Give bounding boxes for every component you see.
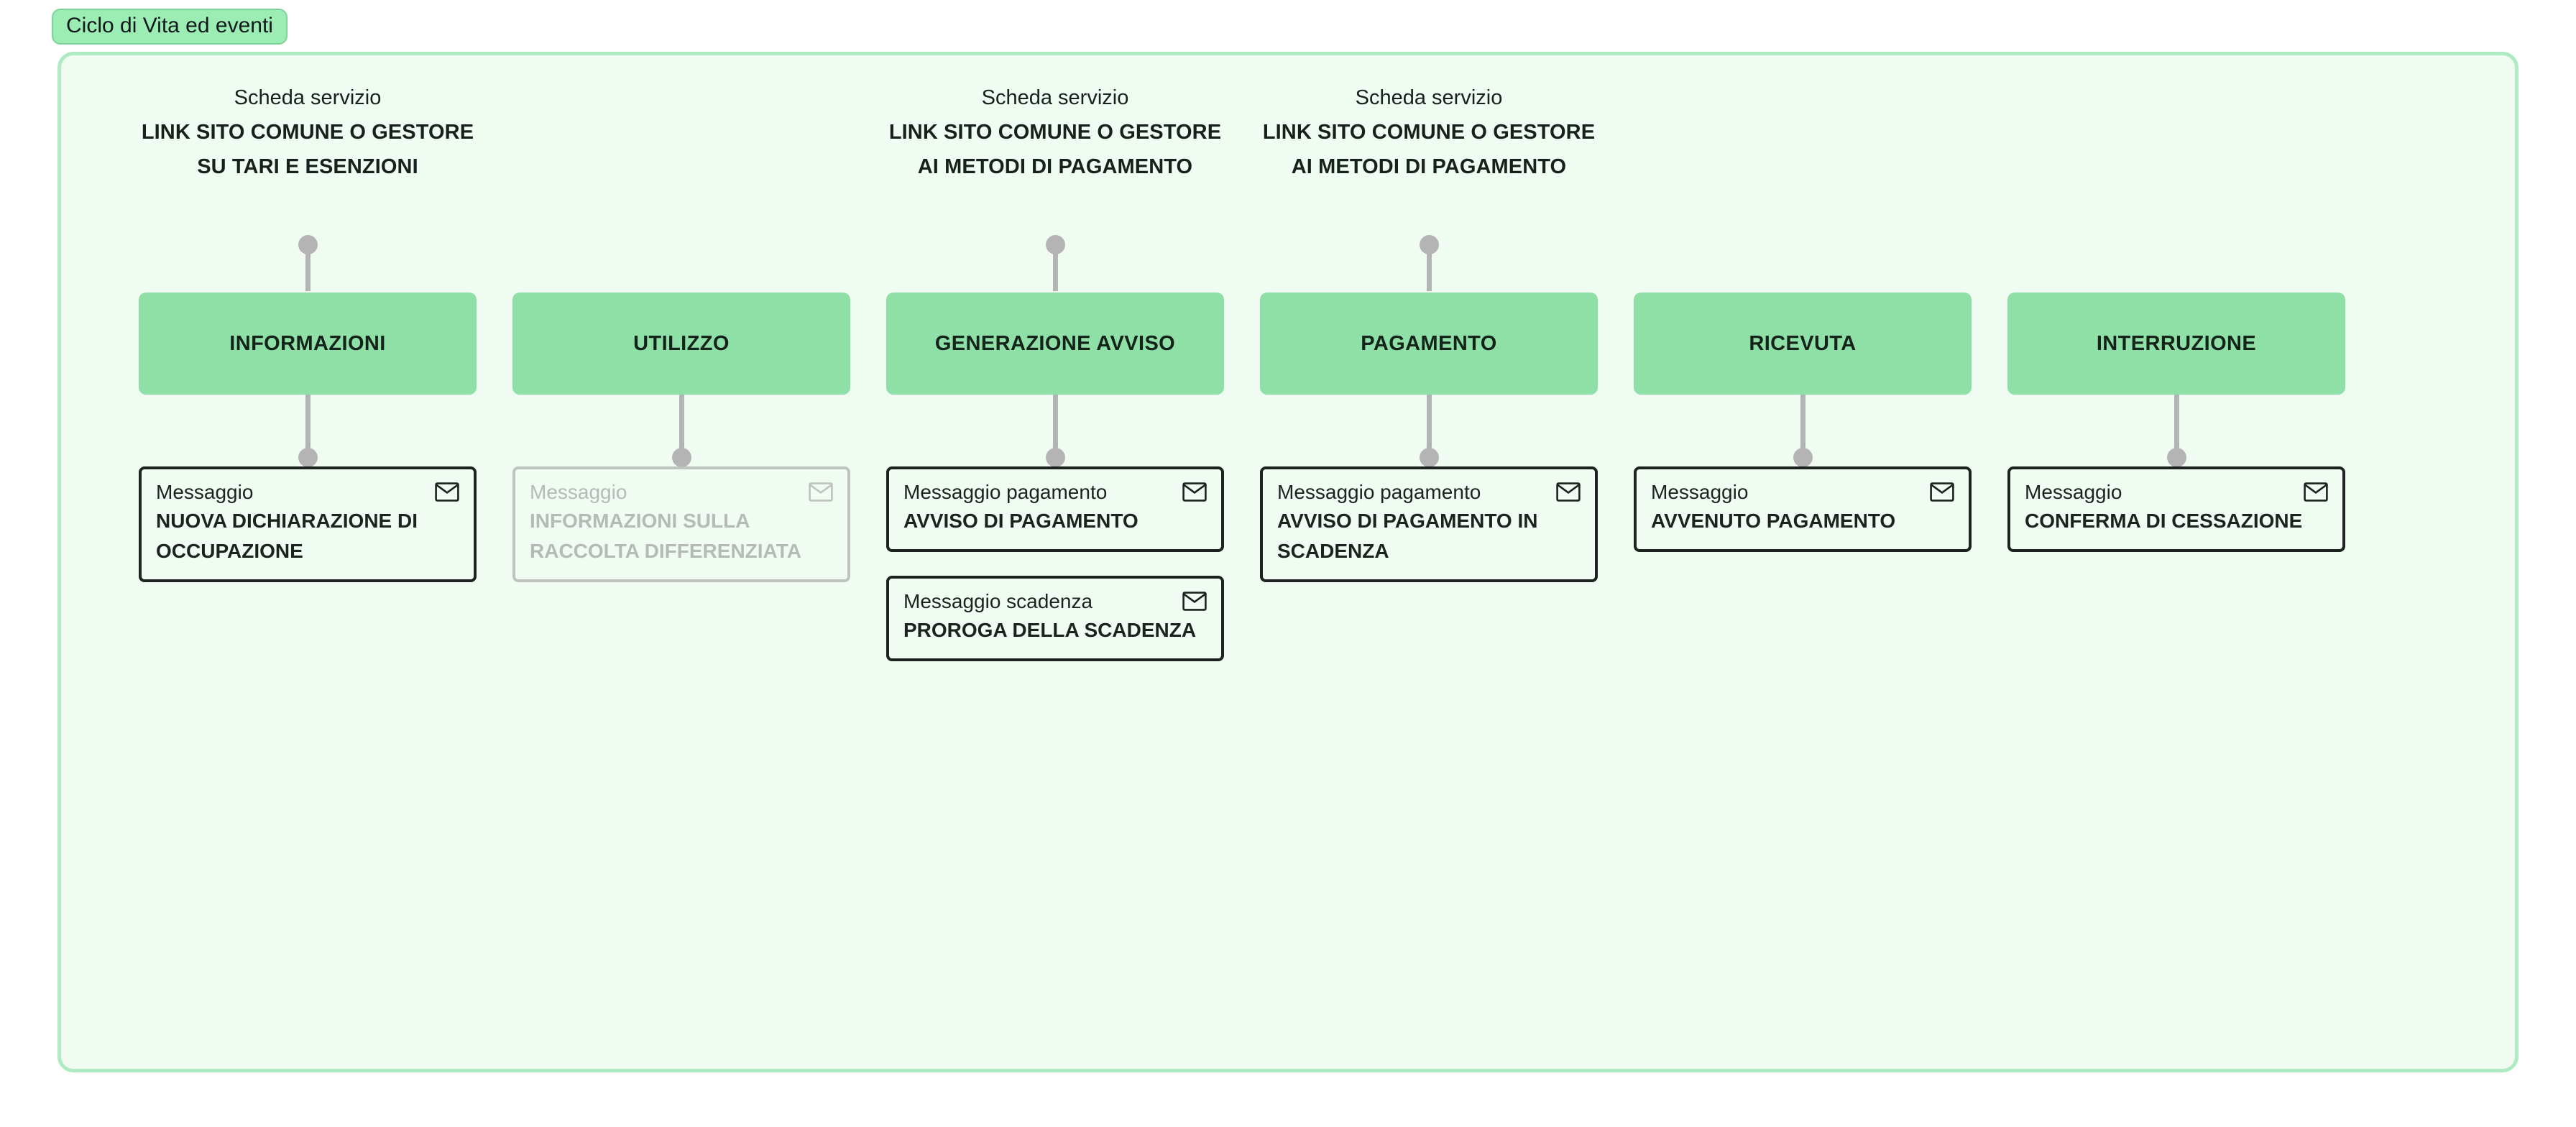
- connector-dot: [1419, 448, 1439, 467]
- connector-service-to-phase-informazioni: [139, 235, 477, 293]
- message-title: AVVENUTO PAGAMENTO: [1651, 510, 1896, 532]
- connector-line: [1426, 253, 1432, 291]
- phase-box-generazione-avviso[interactable]: GENERAZIONE AVVISO: [886, 293, 1224, 395]
- envelope-icon: [809, 482, 833, 502]
- message-title: PROROGA DELLA SCADENZA: [903, 619, 1197, 641]
- envelope-icon: [1182, 482, 1207, 502]
- envelope-icon: [1182, 592, 1207, 611]
- message-kind-label: Messaggio: [2025, 481, 2122, 503]
- connector-phase-to-message-interruzione: [2007, 395, 2345, 467]
- message-card-header: Messaggio pagamento: [1277, 479, 1581, 505]
- lifecycle-board: [58, 52, 2518, 1072]
- message-kind-label: Messaggio: [156, 481, 254, 503]
- message-title: INFORMAZIONI SULLA RACCOLTA DIFFERENZIAT…: [530, 510, 801, 562]
- service-kicker: Scheda servizio: [234, 86, 382, 109]
- connector-line: [678, 395, 684, 449]
- service-title: LINK SITO COMUNE O GESTORE SU TARI E ESE…: [141, 121, 474, 178]
- connector-line: [305, 395, 310, 449]
- section-label-pill: Ciclo di Vita ed eventi: [52, 9, 288, 45]
- connector-phase-to-message-informazioni: [139, 395, 477, 467]
- connector-phase-to-message-generazione-avviso: [886, 395, 1224, 467]
- message-title: CONFERMA DI CESSAZIONE: [2025, 510, 2303, 532]
- service-title: LINK SITO COMUNE O GESTORE AI METODI DI …: [888, 121, 1222, 178]
- message-kind-label: Messaggio pagamento: [903, 481, 1108, 503]
- service-kicker: Scheda servizio: [1355, 86, 1503, 109]
- message-kind-label: Messaggio pagamento: [1277, 481, 1481, 503]
- message-title: AVVISO DI PAGAMENTO IN SCADENZA: [1277, 510, 1538, 562]
- message-card-header: Messaggio: [156, 479, 459, 505]
- connector-line: [1800, 395, 1806, 449]
- connector-dot: [1419, 235, 1439, 254]
- phase-box-informazioni[interactable]: INFORMAZIONI: [139, 293, 477, 395]
- connector-phase-to-message-ricevuta: [1634, 395, 1972, 467]
- message-card-header: Messaggio pagamento: [903, 479, 1207, 505]
- connector-phase-to-message-utilizzo: [512, 395, 850, 467]
- connector-dot: [671, 448, 691, 467]
- connector-service-to-phase-interruzione: [2007, 235, 2345, 293]
- connector-dot: [1045, 235, 1065, 254]
- connector-line: [305, 253, 310, 291]
- envelope-icon: [1556, 482, 1581, 502]
- connector-dot: [298, 448, 318, 467]
- connector-dot: [298, 235, 318, 254]
- connector-phase-to-message-pagamento: [1260, 395, 1598, 467]
- phase-box-ricevuta[interactable]: RICEVUTA: [1634, 293, 1972, 395]
- connector-line: [1426, 395, 1432, 449]
- message-card-header: Messaggio: [530, 479, 833, 505]
- message-kind-label: Messaggio: [530, 481, 627, 503]
- service-kicker: Scheda servizio: [981, 86, 1129, 109]
- message-card-header: Messaggio: [2025, 479, 2328, 505]
- phase-box-pagamento[interactable]: PAGAMENTO: [1260, 293, 1598, 395]
- message-card-header: Messaggio: [1651, 479, 1954, 505]
- connector-line: [1052, 253, 1058, 291]
- connector-line: [1052, 395, 1058, 449]
- envelope-icon: [435, 482, 459, 502]
- message-title: AVVISO DI PAGAMENTO: [903, 510, 1138, 532]
- message-title: NUOVA DICHIARAZIONE DI OCCUPAZIONE: [156, 510, 418, 562]
- envelope-icon: [1930, 482, 1954, 502]
- connector-line: [2174, 395, 2179, 449]
- phase-box-interruzione[interactable]: INTERRUZIONE: [2007, 293, 2345, 395]
- service-title: LINK SITO COMUNE O GESTORE AI METODI DI …: [1262, 121, 1596, 178]
- connector-service-to-phase-generazione-avviso: [886, 235, 1224, 293]
- message-card-header: Messaggio scadenza: [903, 589, 1207, 615]
- connector-service-to-phase-ricevuta: [1634, 235, 1972, 293]
- connector-dot: [1045, 448, 1065, 467]
- envelope-icon: [2304, 482, 2328, 502]
- connector-service-to-phase-pagamento: [1260, 235, 1598, 293]
- connector-dot: [1793, 448, 1813, 467]
- phase-box-utilizzo[interactable]: UTILIZZO: [512, 293, 850, 395]
- message-kind-label: Messaggio: [1651, 481, 1749, 503]
- message-kind-label: Messaggio scadenza: [903, 590, 1093, 612]
- connector-service-to-phase-utilizzo: [512, 235, 850, 293]
- connector-dot: [2166, 448, 2186, 467]
